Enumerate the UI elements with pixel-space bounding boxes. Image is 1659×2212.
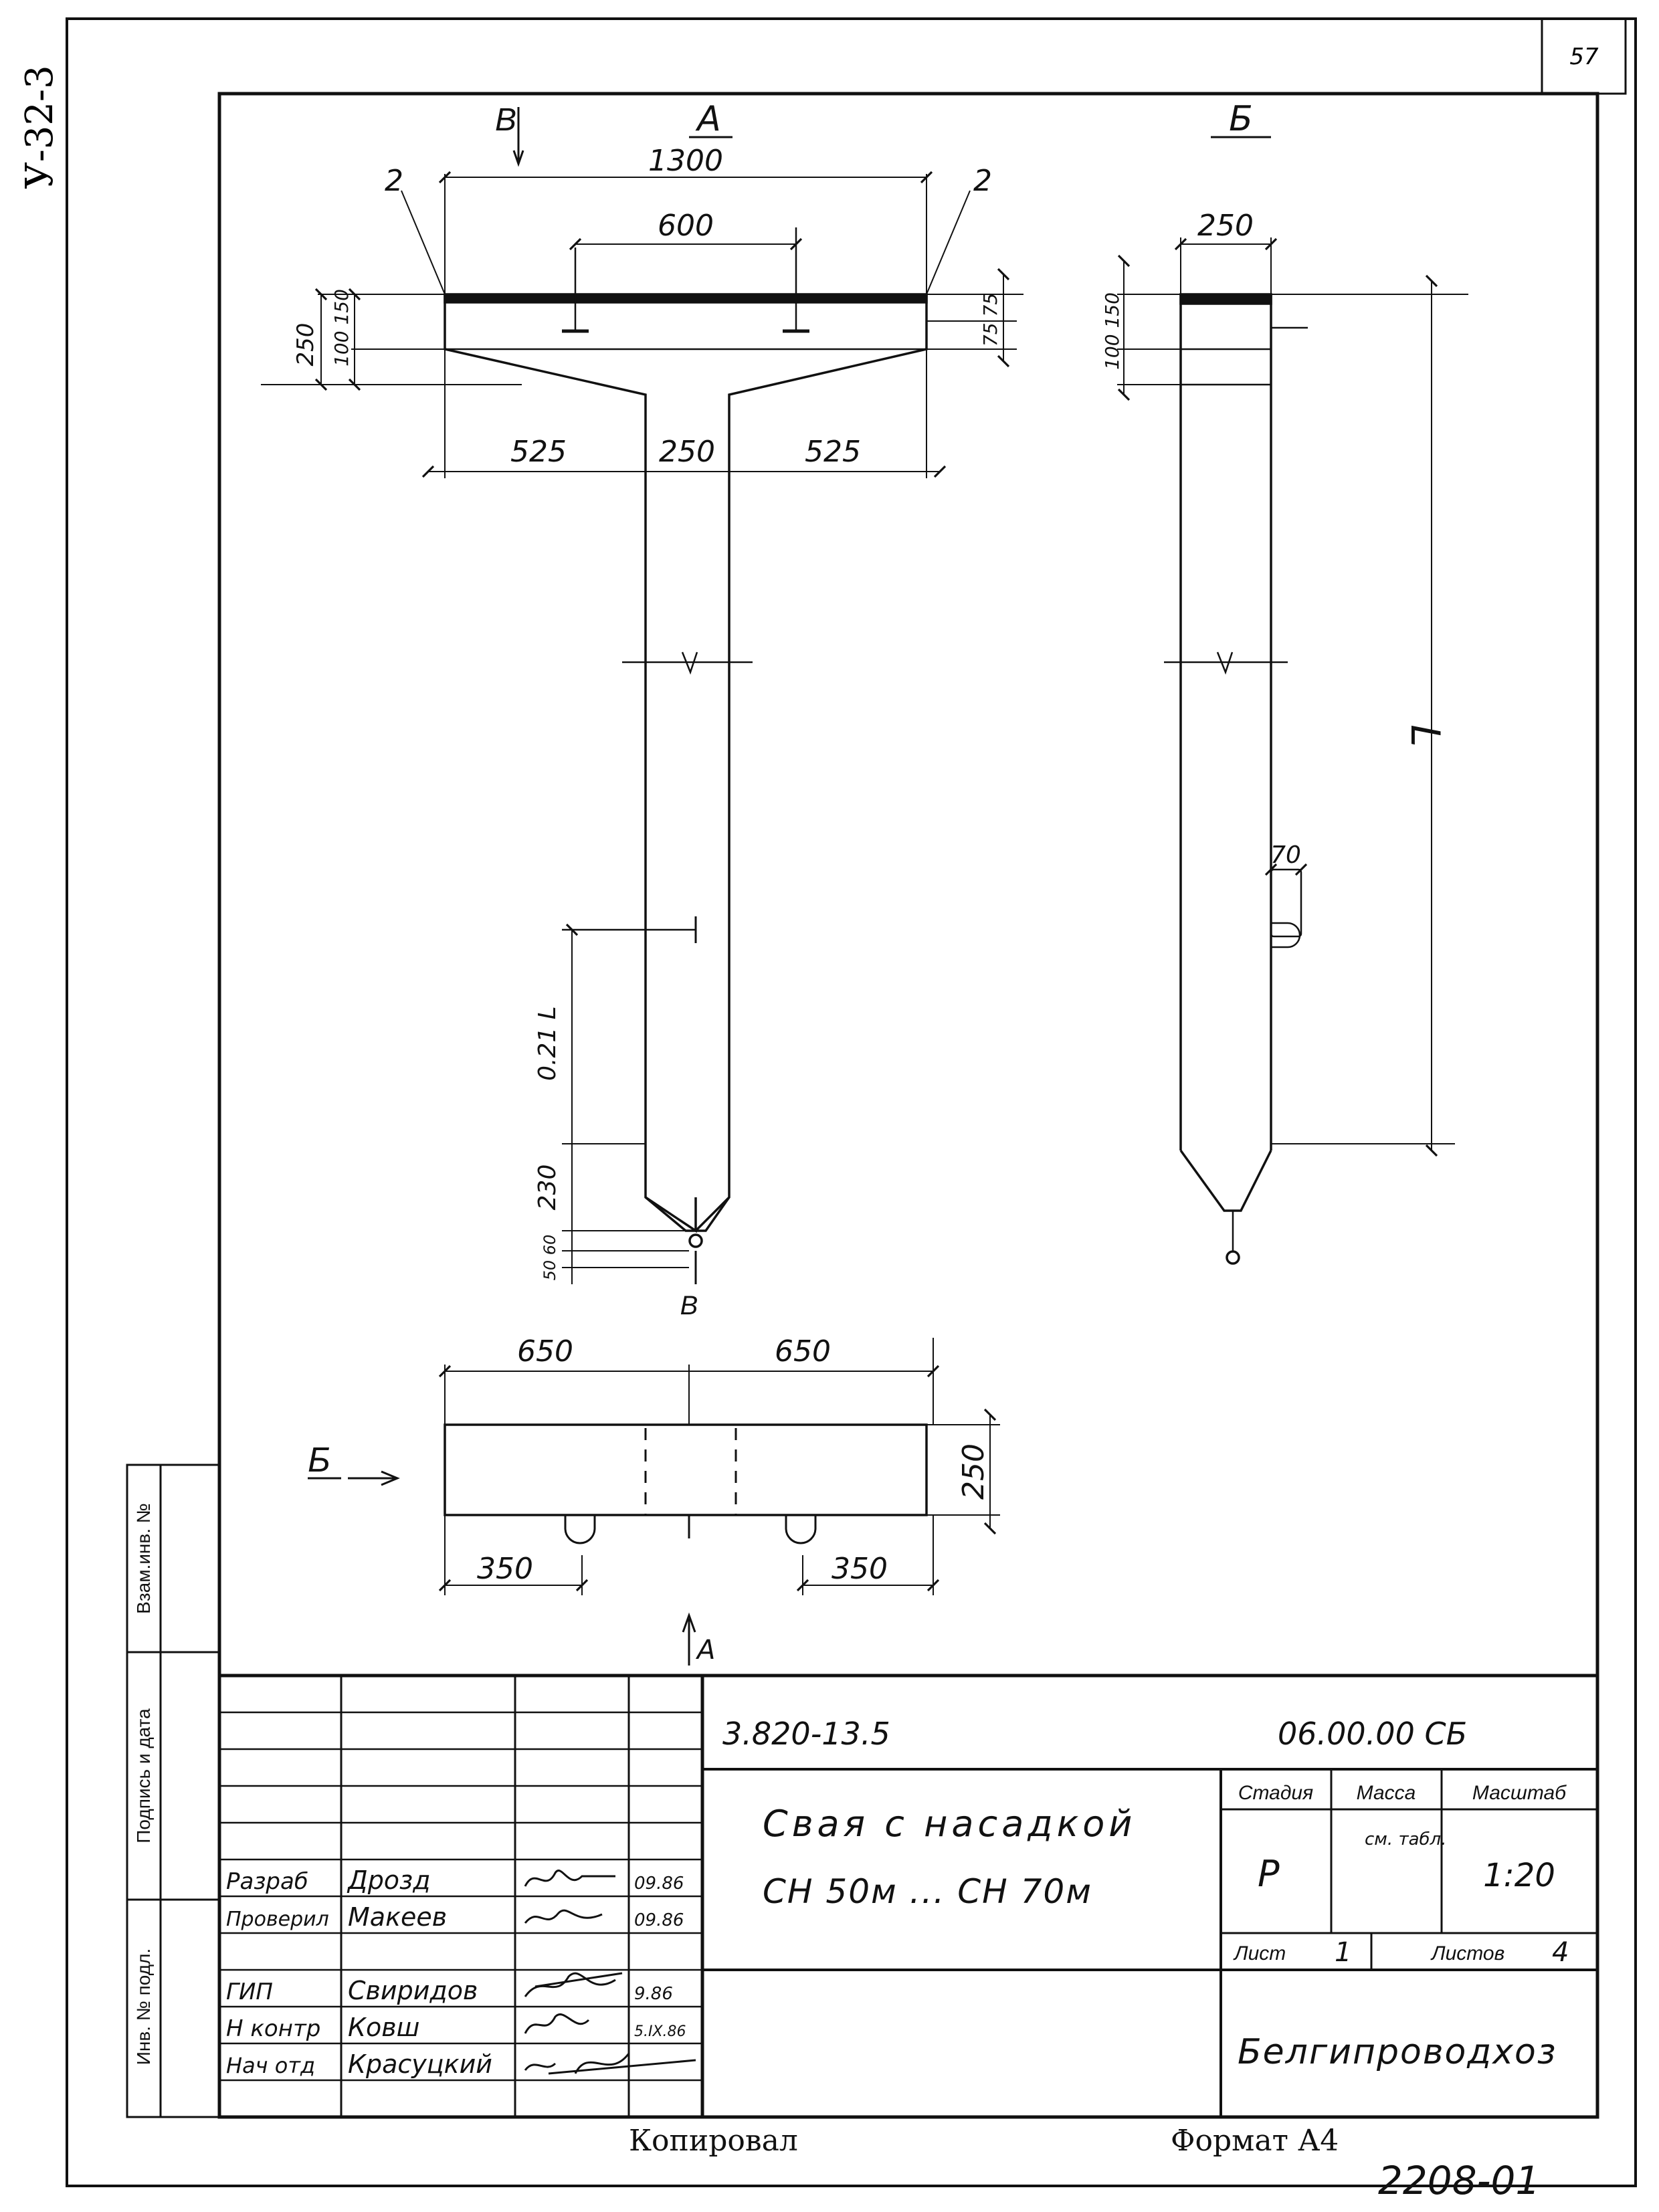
signature-1 [524,1870,615,1887]
row-name: Красуцкий [348,2049,492,2079]
plan-dim-right-lug: 350 [832,1552,888,1586]
view-b-title: Б [1229,99,1253,139]
section-v-bottom: В [680,1291,698,1320]
plan-dimensions [438,1338,1000,1595]
signature-2 [524,1909,603,1924]
view-a-dimensions [261,171,1023,1284]
dim-head-height: 250 [292,323,319,367]
view-a-labels: А В 2 2 1300 600 525 250 525 250 100 150… [292,99,1001,1320]
plan-outline [444,1423,928,1516]
view-b-dimensions [1117,237,1468,1157]
copied-label: Копировал [629,2124,798,2158]
row-role: Разраб [226,1868,308,1895]
sheet-label: Лист [1233,1942,1286,1965]
head-left-outline [444,294,697,1233]
row-role: Нач отд [226,2053,315,2078]
side-dim-length: L [1401,724,1448,746]
plan-dim-right: 650 [775,1334,831,1369]
view-b [1164,293,1308,1265]
view-a [444,227,928,1248]
scale-value: 1:20 [1483,1857,1555,1894]
view-b-labels: Б 250 100 150 L 70 [1101,99,1448,869]
row-role: ГИП [226,1979,273,2005]
view-a-title: А [695,99,721,139]
signature-rows: Разраб Дрозд 09.86 Проверил Макеев 09.86… [226,1866,686,2079]
signature-4 [524,2013,590,2034]
signature-3 [524,1972,623,1997]
dim-tip-lower: 230 [534,1165,561,1211]
row-name: Свиридов [348,1976,478,2005]
row-date: 9.86 [634,1984,673,2004]
drawing-title: Свая с насадкой [763,1803,1136,1845]
hdr-scale: Масштаб [1472,1782,1567,1804]
drawing-subtitle: СН 50м ... СН 70м [763,1872,1092,1911]
sheets-total: 4 [1552,1937,1569,1968]
side-strip-replace: Взам.инв. № [133,1503,154,1614]
side-dim-head-parts: 100 150 [1101,292,1123,370]
plan-lug-left [564,1515,596,1544]
hdr-mass: Масса [1357,1782,1416,1804]
row-role: Проверил [226,1908,329,1931]
row-name: Макеев [348,1902,447,1932]
side-tip [1179,1149,1272,1212]
callout-right: 2 [973,164,992,198]
view-arrow-b-label: Б [308,1441,330,1480]
dim-tip-small: 50 60 [541,1235,559,1281]
side-dim-width: 250 [1197,209,1254,243]
sheet-code: У-32-3 [18,65,62,189]
row-date: 09.86 [634,1910,684,1930]
plan-lug-right [785,1515,817,1544]
view-arrow-b-icon [348,1470,400,1486]
signatures [524,1870,696,2075]
row-date: 09.86 [634,1874,684,1894]
tip-loop [688,1233,703,1248]
top-plate [444,293,928,304]
sheet-number: 1 [1335,1937,1351,1968]
view-arrow-a-icon [682,1612,696,1666]
head-right-outline [694,294,928,1232]
format-label: Формат А4 [1171,2124,1339,2158]
stage-value: Р [1258,1853,1280,1895]
hdr-stage: Стадия [1238,1782,1313,1804]
archive-number: 2208-01 [1378,2158,1540,2203]
side-top-plate [1179,293,1272,305]
mass-value: см. табл. [1365,1829,1446,1849]
dim-shaft: 250 [659,435,715,469]
row-date: 5.IX.86 [634,2023,686,2040]
row-name: Дрозд [347,1866,431,1895]
doc-series: 3.820-13.5 [722,1716,890,1752]
dim-left-cantilever: 525 [510,435,567,469]
plan-labels: 650 650 250 350 350 Б А [308,1334,991,1666]
plan-dim-left: 650 [517,1334,573,1369]
dim-head-parts: 100 150 [330,289,353,367]
dim-inner-width: 600 [658,209,714,243]
page-number-box [1541,17,1627,95]
plan-view [444,1423,928,1544]
sheets-label: Листов [1430,1942,1504,1965]
signature-5 [524,2053,696,2075]
title-block [217,1674,1599,2119]
row-name: Ковш [348,2013,419,2042]
side-tip-loop [1226,1250,1240,1265]
section-v-arrow-icon [512,107,524,167]
organization: Белгипроводхоз [1238,2032,1557,2072]
plan-dim-left-lug: 350 [477,1552,533,1586]
dim-tip-upper: 0.21 L [534,1006,561,1081]
page-number: 57 [1569,43,1599,70]
callout-left: 2 [385,164,403,198]
section-v-top: В [495,102,516,138]
dim-top-width: 1300 [648,144,723,178]
plan-dim-depth: 250 [957,1443,991,1500]
dim-right-parts: 75 75 [979,293,1001,346]
side-strip-inv: Инв. № подл. [133,1948,154,2065]
side-dim-lug: 70 [1270,841,1301,869]
pile-tip [644,1196,730,1232]
view-arrow-a-label: А [695,1635,715,1666]
side-strip-sign: Подпись и дата [133,1708,154,1843]
row-role: Н контр [226,2015,320,2042]
doc-code: 06.00.00 СБ [1278,1716,1467,1752]
dim-right-cantilever: 525 [805,435,861,469]
